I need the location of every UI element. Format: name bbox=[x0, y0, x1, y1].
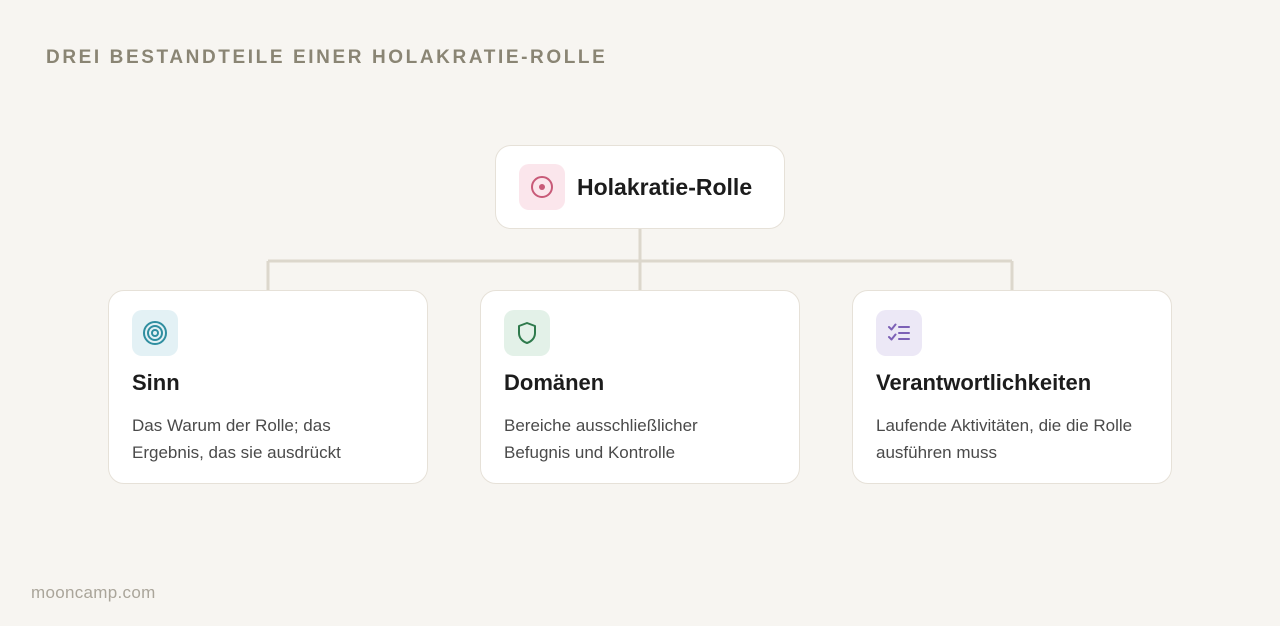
component-description: Bereiche ausschließlicher Befugnis und K… bbox=[504, 416, 698, 462]
footer-brand: mooncamp.com bbox=[31, 583, 156, 602]
target-circle-icon bbox=[519, 164, 565, 210]
component-description: Laufende Aktivitäten, die die Rolle ausf… bbox=[876, 416, 1133, 462]
shield-icon bbox=[504, 310, 550, 356]
checklist-icon bbox=[876, 310, 922, 356]
root-role-title: Holakratie-Rolle bbox=[577, 173, 753, 200]
root-role-card: Holakratie-Rolle bbox=[495, 145, 785, 229]
component-title: Domänen bbox=[504, 370, 605, 395]
concentric-target-icon bbox=[132, 310, 178, 356]
component-description: Das Warum der Rolle; das Ergebnis, das s… bbox=[132, 416, 341, 462]
component-card-verantwortlichkeiten: Verantwortlichkeiten Laufende Aktivitäte… bbox=[852, 290, 1172, 484]
component-title: Verantwortlichkeiten bbox=[876, 370, 1092, 395]
component-card-domaenen: Domänen Bereiche ausschließlicher Befugn… bbox=[480, 290, 800, 484]
component-card-sinn: Sinn Das Warum der Rolle; das Ergebnis, … bbox=[108, 290, 428, 484]
component-title: Sinn bbox=[132, 370, 180, 395]
page-title: DREI BESTANDTEILE EINER HOLAKRATIE-ROLLE bbox=[46, 47, 608, 68]
